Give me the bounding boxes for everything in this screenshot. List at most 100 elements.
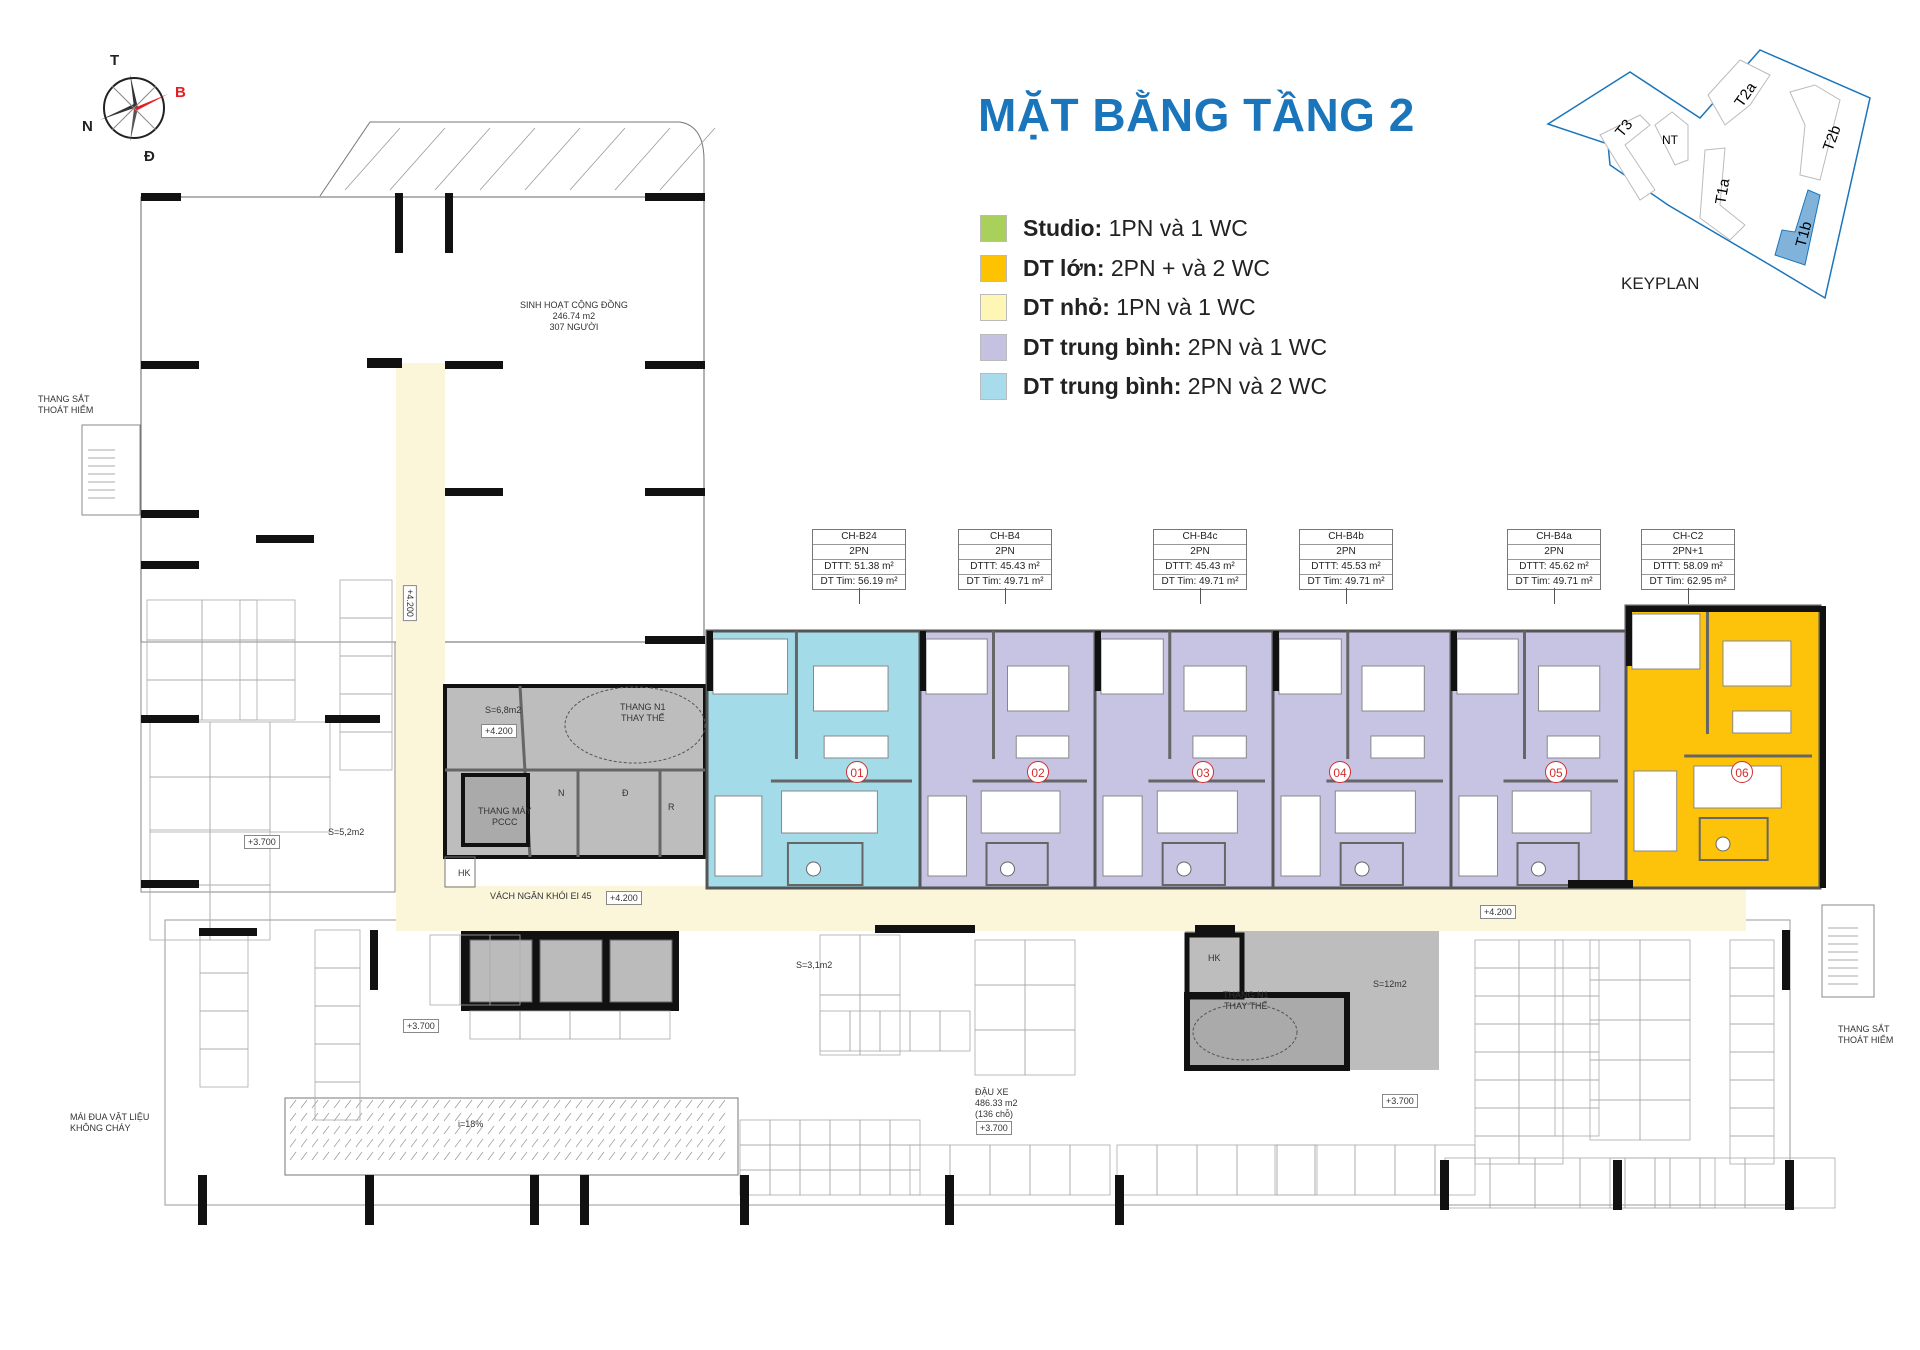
ramp-hatch: [707, 1138, 715, 1148]
parking-stall: [1354, 1144, 1396, 1196]
level-tag: +3.700: [244, 835, 280, 849]
unit-code: CH-B4: [959, 530, 1051, 545]
parking-stall: [239, 679, 296, 721]
parking-stall: [879, 1010, 911, 1052]
ramp-hatch: [498, 1125, 506, 1135]
kitchen-counter: [1102, 795, 1143, 877]
ramp-hatch: [674, 1138, 682, 1148]
parking-stall: [1274, 1144, 1316, 1196]
parking-stall: [489, 934, 521, 1006]
parking-stall: [199, 1010, 249, 1050]
ramp-hatch: [597, 1125, 605, 1135]
ramp-hatch: [476, 1125, 484, 1135]
ramp-hatch: [619, 1138, 627, 1148]
legend-swatch: [980, 373, 1007, 401]
ramp-hatch: [586, 1125, 594, 1135]
ramp-hatch: [586, 1099, 594, 1109]
unit-type: 2PN+1: [1642, 545, 1734, 560]
ramp-hatch: [531, 1151, 539, 1161]
parking-stall: [1518, 1051, 1564, 1081]
ramp-hatch: [531, 1099, 539, 1109]
parking-stall: [1589, 1019, 1641, 1061]
parking-stall: [1554, 939, 1600, 969]
ramp-hatch: [465, 1099, 473, 1109]
parking-stall: [1639, 1099, 1691, 1141]
parking-stall: [1699, 1157, 1746, 1209]
ramp-hatch: [652, 1125, 660, 1135]
structural-column: [198, 1175, 207, 1225]
parking-stall: [1518, 995, 1564, 1025]
parking-stall: [209, 884, 271, 941]
parking-stall: [1029, 1144, 1071, 1196]
ramp-hatch: [564, 1151, 572, 1161]
parking-stall: [949, 1144, 991, 1196]
dining-table: [1370, 735, 1425, 759]
ramp-hatch: [542, 1112, 550, 1122]
ramp-hatch: [333, 1151, 341, 1161]
ramp-hatch: [377, 1151, 385, 1161]
parking-stall: [1444, 1157, 1491, 1209]
ramp-hatch: [553, 1151, 561, 1161]
ramp-hatch: [685, 1099, 693, 1109]
ramp-hatch: [520, 1138, 528, 1148]
ramp-hatch: [333, 1099, 341, 1109]
ramp-hatch: [410, 1125, 418, 1135]
ramp-hatch: [443, 1125, 451, 1135]
ramp-hatch: [344, 1125, 352, 1135]
ramp-hatch: [300, 1125, 308, 1135]
parking-stall: [1474, 1051, 1520, 1081]
parking-stall: [859, 1144, 891, 1171]
canopy-outline: [319, 121, 705, 197]
structural-column: [1782, 930, 1790, 990]
structural-column: [945, 1175, 954, 1225]
parking-stall: [989, 1144, 1031, 1196]
ramp-hatch: [311, 1138, 319, 1148]
parking-stall: [829, 1169, 861, 1196]
kitchen-counter: [714, 795, 763, 877]
compass-icon: [100, 74, 168, 142]
ramp-hatch: [454, 1112, 462, 1122]
ramp-hatch: [487, 1151, 495, 1161]
toilet: [1176, 861, 1192, 877]
unit-leader-line: [1554, 588, 1555, 604]
ramp-hatch: [432, 1125, 440, 1135]
level-tag: +3.700: [976, 1121, 1012, 1135]
ramp-hatch: [575, 1151, 583, 1161]
ramp-hatch: [586, 1138, 594, 1148]
ramp-hatch: [674, 1099, 682, 1109]
hk-label: HK: [458, 868, 471, 878]
legend-swatch: [980, 254, 1007, 282]
room-area-label: S=12m2: [1373, 979, 1407, 989]
canopy-hatch: [479, 127, 536, 191]
ramp-hatch: [366, 1125, 374, 1135]
parking-stall: [939, 1010, 971, 1052]
parking-stall: [1554, 1079, 1600, 1109]
keyplan-site-outline: [1546, 49, 1871, 300]
ramp-hatch: [399, 1112, 407, 1122]
ramp-hatch: [487, 1099, 495, 1109]
bed: [1156, 790, 1238, 834]
ramp-hatch: [696, 1125, 704, 1135]
structural-column: [445, 488, 503, 496]
ramp-hatch: [575, 1099, 583, 1109]
unit-dttt: DTTT: 45.43 m²: [959, 560, 1051, 575]
bed: [1456, 638, 1519, 695]
ramp-hatch: [718, 1151, 726, 1161]
unit-number-badge: 06: [1731, 761, 1753, 783]
unit-leader-line: [1005, 588, 1006, 604]
ramp-hatch: [542, 1099, 550, 1109]
ramp-hatch: [641, 1125, 649, 1135]
ramp-hatch: [718, 1125, 726, 1135]
parking-stall: [1518, 1079, 1564, 1109]
parking-stall: [1534, 1157, 1581, 1209]
unit-dttt: DTTT: 58.09 m²: [1642, 560, 1734, 575]
ramp-hatch: [487, 1138, 495, 1148]
parking-stall: [1639, 1059, 1691, 1101]
legend-item-medium-2wc: DT trung bình: 2PN và 2 WC: [980, 367, 1327, 407]
ramp-hatch: [421, 1099, 429, 1109]
ramp-hatch: [652, 1099, 660, 1109]
page-title: MẶT BẰNG TẦNG 2: [978, 89, 1415, 141]
